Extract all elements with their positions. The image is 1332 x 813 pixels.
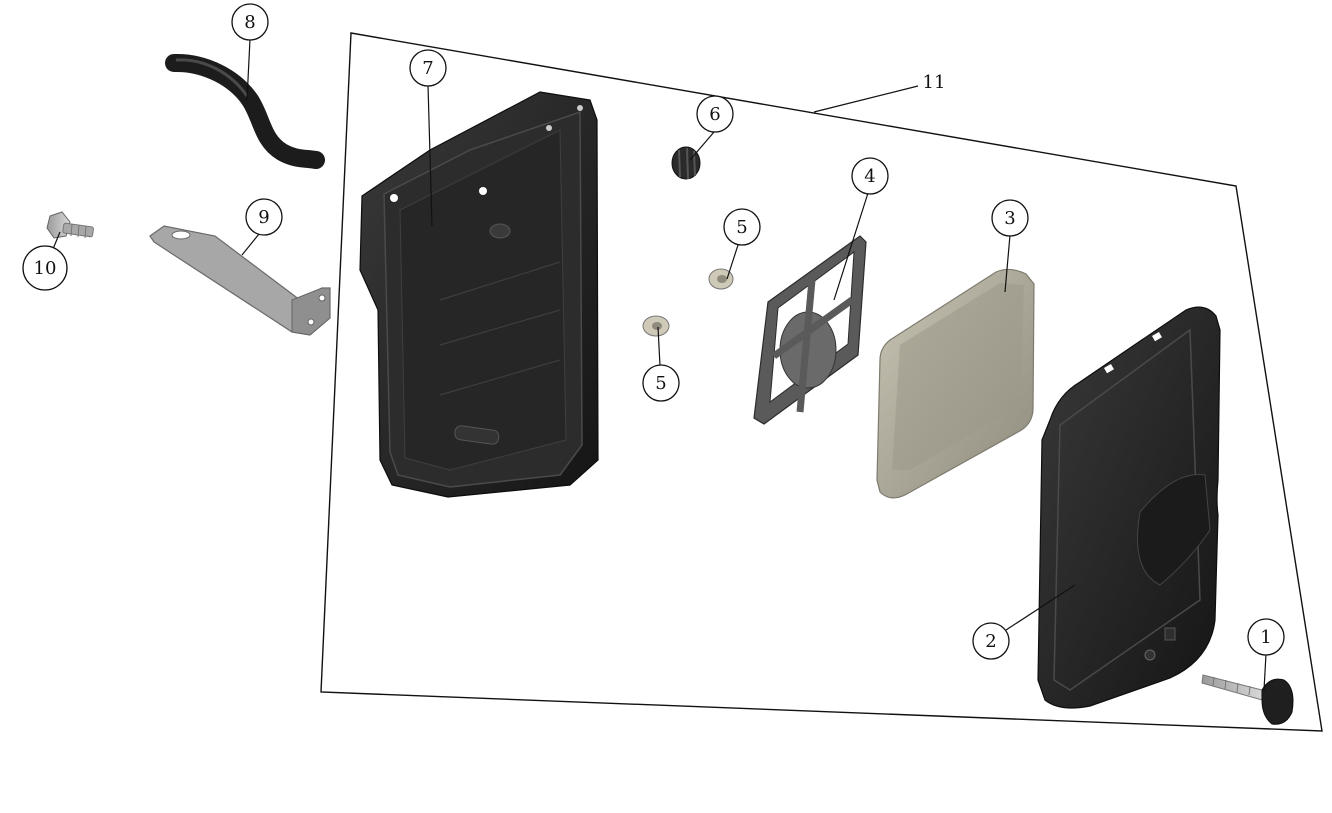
callout-10-label: 10 — [34, 258, 57, 279]
callout-6-label: 6 — [709, 104, 720, 125]
airbox-cover-part — [1037, 306, 1221, 709]
washer-part-upper — [708, 268, 734, 290]
callout-11-label: 11 — [923, 72, 946, 93]
callout-2-label: 2 — [985, 631, 996, 652]
bracket-part — [149, 225, 331, 336]
callout-8: 8 — [231, 3, 269, 41]
callout-4-label: 4 — [864, 166, 875, 187]
callout-5-lower: 5 — [642, 364, 680, 402]
callout-1-label: 1 — [1260, 627, 1271, 648]
washer-part-lower — [642, 315, 670, 337]
callout-8-label: 8 — [244, 12, 255, 33]
callout-4: 4 — [851, 157, 889, 195]
callout-7-label: 7 — [422, 58, 433, 79]
callout-9: 9 — [245, 198, 283, 236]
callout-9-label: 9 — [258, 207, 269, 228]
leader-lines — [52, 38, 1267, 691]
callout-7: 7 — [409, 49, 447, 87]
callout-5-upper: 5 — [723, 208, 761, 246]
callout-11: 11 — [923, 72, 946, 93]
bolt-part — [46, 211, 94, 239]
filter-element-part — [876, 268, 1035, 499]
callout-2: 2 — [972, 622, 1010, 660]
callout-1: 1 — [1247, 618, 1285, 656]
callout-3-label: 3 — [1004, 208, 1015, 229]
knob-screw-part — [1201, 674, 1294, 725]
callout-3: 3 — [991, 199, 1029, 237]
assembly-boundary — [320, 32, 1323, 732]
hose-part — [165, 53, 325, 169]
callout-5-upper-label: 5 — [736, 217, 747, 238]
grommet-part — [671, 146, 701, 180]
callout-6: 6 — [696, 95, 734, 133]
callout-5-lower-label: 5 — [655, 373, 666, 394]
filter-frame-part — [753, 235, 867, 425]
airbox-base-part — [359, 91, 599, 498]
callout-10: 10 — [22, 245, 68, 291]
